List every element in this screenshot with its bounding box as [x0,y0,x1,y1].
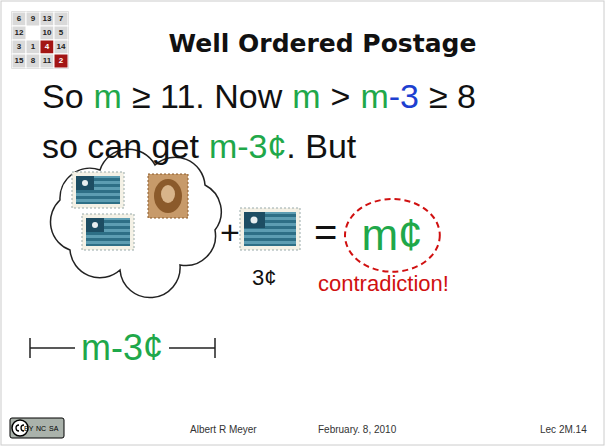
flag-stamp [240,208,300,250]
logo-number: 9 [26,12,40,26]
width-label: m-3¢ [75,328,169,368]
logo-cell [12,40,26,54]
body-text: m [360,78,388,115]
logo-number: 13 [40,12,54,26]
logo-number: 12 [12,26,26,40]
logo-cell [12,54,26,68]
logo-cell [40,40,54,54]
stamp-value: 3¢ [252,266,276,290]
flag-stamp [72,172,124,208]
logo-cell [26,12,40,26]
license-badge [10,418,64,438]
logo-number: 8 [26,54,40,68]
body-text: m [94,78,122,115]
logo-number: 4 [40,40,54,54]
body-text: m [292,78,320,115]
body-line: Som≥ 11. Nowm>m-3≥ 8 [42,78,476,115]
logo-cell [54,26,68,40]
logo-cell [40,12,54,26]
logo-number: 10 [40,26,54,40]
logo-cell [40,54,54,68]
logo-number: 5 [54,26,68,40]
body-text: -3 [389,78,419,115]
logo-number: 6 [12,12,26,26]
logo-number: 14 [54,40,68,54]
footer-author: Albert R Meyer [190,424,257,435]
circled-result: m¢ [343,197,442,274]
body-text: so can get [42,128,199,165]
logo-cell [12,12,26,26]
logo-number: 7 [54,12,68,26]
body-text: So [42,78,84,115]
body-text: ≥ 8 [429,78,476,115]
slide-title: Well Ordered Postage [0,30,605,58]
logo-number: 2 [54,54,68,68]
license-text: BY [24,425,33,433]
logo-number: 15 [12,54,26,68]
logo-grid [12,12,68,68]
body-text: > [331,78,351,115]
plus-sign: + [220,214,240,251]
footer-lecture: Lec 2M.14 [540,424,587,435]
logo-number: 1 [26,40,40,54]
logo-cell [54,12,68,26]
logo-number: 3 [12,40,26,54]
logo-cell [26,40,40,54]
thought-cloud [51,149,222,297]
result-text: m¢ [361,211,422,259]
logo-cell [54,54,68,68]
flag-stamp [82,214,134,250]
body-text: m-3¢ [209,128,286,165]
dashed-ellipse [345,199,440,272]
portrait-stamp [148,174,188,218]
contradiction-note: contradiction! [318,272,449,296]
license-text: NC [36,425,46,433]
logo-cell [54,40,68,54]
body-line: so can get m-3¢. But [42,128,356,165]
logo-cell [40,26,54,40]
body-text: ≥ 11. Now [132,78,282,115]
body-text: . But [286,128,356,165]
footer-date: February. 8, 2010 [318,424,396,435]
equals-sign: = [314,210,337,254]
logo-cells [12,12,68,68]
logo-cell [12,26,26,40]
license-text: SA [49,425,58,433]
logo-number: 11 [40,54,54,68]
logo-cell [26,54,40,68]
